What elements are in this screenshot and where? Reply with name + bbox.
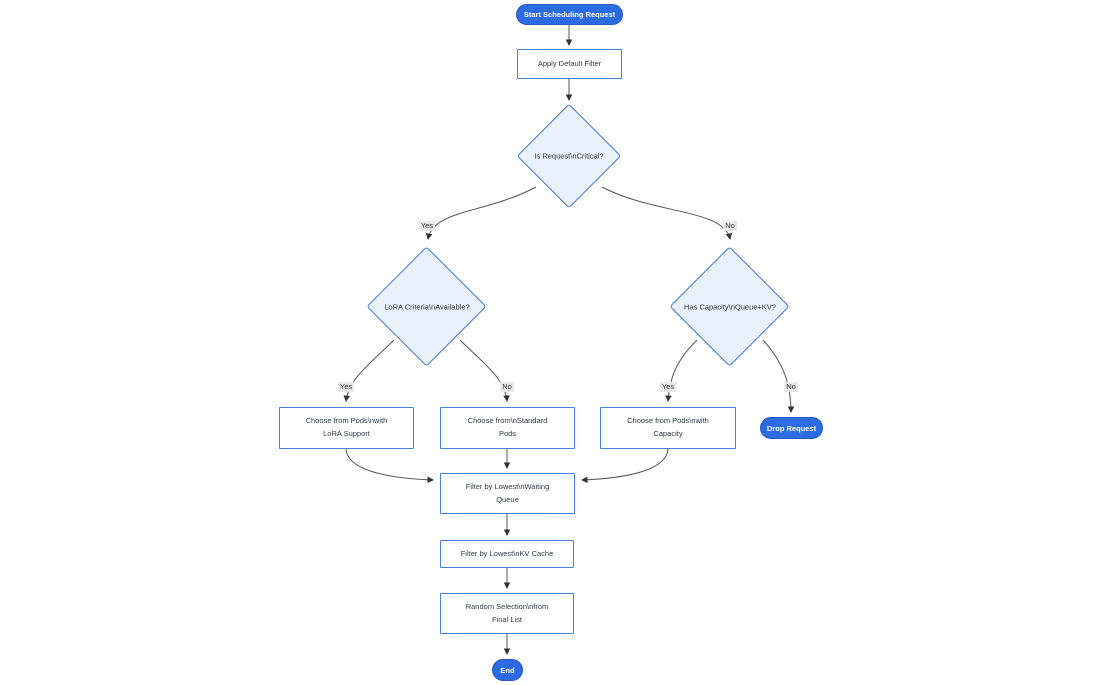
edge-capacity-yes [665,339,698,402]
decision-has-capacity-label: Has Capacity\nQueue+KV? [684,302,776,312]
edge-is-critical-yes [425,186,537,240]
edge-label-lora-no: No [500,381,514,393]
edge-label-critical-yes: Yes [418,220,436,232]
node-end: End [492,659,523,681]
node-choose-pods-capacity: Choose from Pods\nwith Capacity [600,407,736,449]
edge-is-critical-no [601,186,733,240]
decision-lora-criteria-label: LoRA Criteria\nAvailable? [384,302,470,312]
edge-label-lora-yes: Yes [337,381,355,393]
node-choose-standard-pods: Choose from\nStandard Pods [440,407,575,449]
edge-lora-no [459,339,510,402]
node-apply-default-filter: Apply Default Filter [517,49,622,79]
node-start: Start Scheduling Request [516,4,623,25]
decision-is-critical-label: Is Request\nCritical? [534,151,604,161]
edge-capacity-no [762,339,795,413]
node-filter-kv-cache: Filter by Lowest\nKV Cache [440,540,574,568]
node-choose-pods-lora: Choose from Pods\nwith LoRA Support [279,407,414,449]
node-drop-request: Drop Request [760,417,823,439]
edge-lora-yes [343,339,395,402]
edge-label-capacity-yes: Yes [659,381,677,393]
node-filter-waiting-queue: Filter by Lowest\nWaiting Queue [440,473,575,514]
node-random-selection: Random Selection\nfrom Final List [440,593,574,634]
edge-label-capacity-no: No [784,381,798,393]
edge-label-critical-no: No [723,220,737,232]
edge-pods-lora-to-filter-queue [345,448,434,484]
edge-pods-capacity-to-filter-queue [581,448,669,484]
